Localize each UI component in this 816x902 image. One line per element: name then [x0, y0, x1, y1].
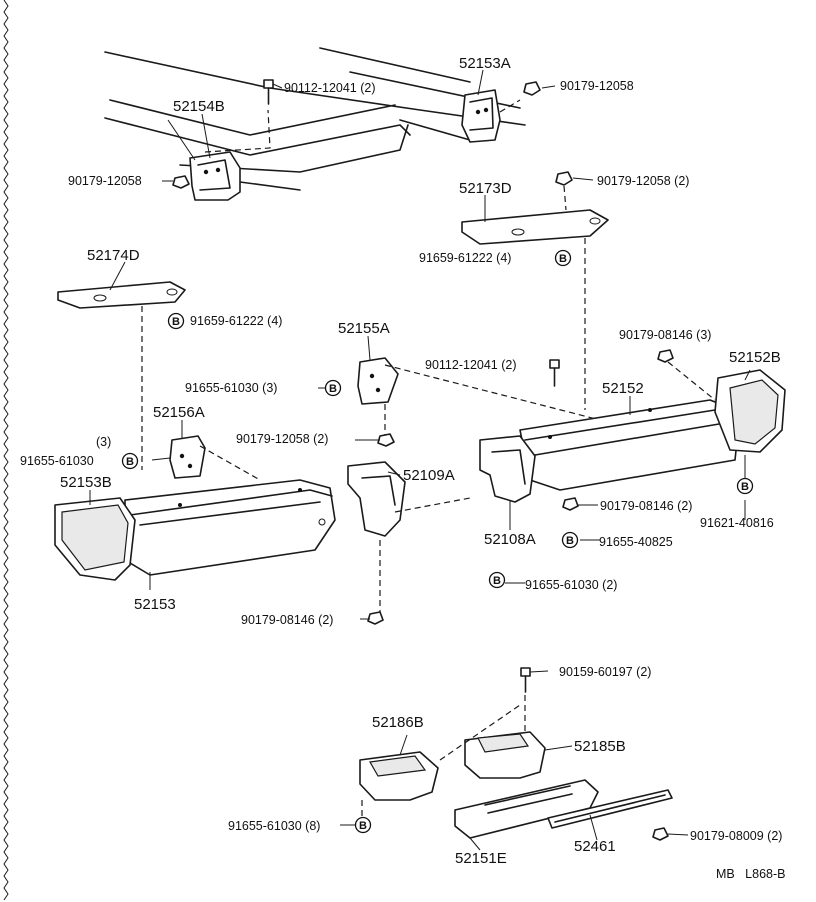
part-labels: 52153A 52154B 52173D 52174D 52155A 52152…	[60, 55, 781, 867]
label-52155A: 52155A	[338, 320, 390, 337]
label-f2: 90179-12058	[560, 79, 634, 93]
svg-text:B: B	[126, 456, 134, 468]
label-f7: 90179-08146 (3)	[619, 328, 711, 342]
label-f15: 91655-61030 (2)	[525, 578, 617, 592]
b-badge-icon: B	[354, 816, 372, 834]
svg-text:B: B	[741, 481, 749, 493]
b-badge-icon: B	[736, 477, 754, 495]
label-52153B: 52153B	[60, 474, 112, 491]
b-badges: B B B B B B B B	[121, 249, 754, 834]
plate-52174D	[57, 281, 186, 309]
svg-text:B: B	[359, 820, 367, 832]
label-52156A: 52156A	[153, 404, 205, 421]
svg-text:B: B	[493, 575, 501, 587]
label-52152B: 52152B	[729, 349, 781, 366]
b-badge-icon: B	[561, 531, 579, 549]
label-f13: 91621-40816	[700, 516, 774, 530]
label-f18: 91655-61030 (8)	[228, 819, 320, 833]
nut-mid	[377, 433, 395, 447]
bumper-52153	[124, 479, 336, 576]
corner-52108A	[479, 435, 536, 503]
label-f14: 91655-40825	[599, 535, 673, 549]
svg-text:B: B	[329, 383, 337, 395]
label-f3: 90179-12058	[68, 174, 142, 188]
footer-code: MB L868-B	[716, 867, 785, 881]
label-52109A: 52109A	[403, 467, 455, 484]
plate-52173D	[461, 209, 609, 245]
corner-52109A	[347, 461, 406, 537]
label-f19: 90179-08009 (2)	[690, 829, 782, 843]
b-badge-icon: B	[488, 571, 506, 589]
label-52185B: 52185B	[574, 738, 626, 755]
nut-52173D	[555, 171, 573, 186]
step-52185B	[464, 731, 546, 779]
b-badge-icon: B	[324, 379, 342, 397]
label-52174D: 52174D	[87, 247, 140, 264]
label-f6: 91659-61222 (4)	[190, 314, 282, 328]
label-52461: 52461	[574, 838, 616, 855]
bracket-52156A	[169, 435, 206, 479]
label-f4: 90179-12058 (2)	[597, 174, 689, 188]
nut-right-lower	[562, 497, 579, 511]
label-52153: 52153	[134, 596, 176, 613]
bolt-top	[263, 79, 274, 105]
label-52152: 52152	[602, 380, 644, 397]
label-f10: 90179-12058 (2)	[236, 432, 328, 446]
b-badge-icon: B	[554, 249, 572, 267]
end-cap-52152B	[714, 369, 786, 453]
label-f5: 91659-61222 (4)	[419, 251, 511, 265]
label-f9: 91655-61030 (3)	[185, 381, 277, 395]
bracket-52153A	[461, 89, 501, 143]
label-f8: 90112-12041 (2)	[425, 358, 517, 372]
bolt-bottom	[520, 667, 531, 693]
fastener-labels: 90112-12041 (2) 90179-12058 90179-12058 …	[20, 79, 782, 843]
label-f11b: 91655-61030	[20, 454, 94, 468]
label-f1: 90112-12041 (2)	[284, 81, 376, 95]
bolt-52152	[549, 359, 560, 387]
strip-52461	[547, 789, 673, 829]
svg-text:B: B	[172, 316, 180, 328]
svg-text:B: B	[559, 253, 567, 265]
step-52186B	[359, 751, 439, 801]
b-badge-icon: B	[121, 452, 139, 470]
nut-bottom-right	[652, 827, 669, 841]
label-52173D: 52173D	[459, 180, 512, 197]
label-52154B: 52154B	[173, 98, 225, 115]
plate-52151E	[454, 779, 599, 839]
label-f17: 90159-60197 (2)	[559, 665, 651, 679]
leader-lines	[89, 69, 751, 851]
label-52108A: 52108A	[484, 531, 536, 548]
nut-right-upper	[657, 349, 674, 363]
label-52151E: 52151E	[455, 850, 507, 867]
end-cap-52153B	[54, 497, 136, 581]
svg-text:B: B	[566, 535, 574, 547]
bracket-52154B	[189, 151, 241, 201]
nut-bottom-mid	[367, 611, 384, 625]
label-52186B: 52186B	[372, 714, 424, 731]
label-f16: 90179-08146 (2)	[241, 613, 333, 627]
nut-top-right	[523, 81, 541, 96]
nut-left	[172, 175, 190, 189]
label-f11a: (3)	[96, 435, 111, 449]
label-52153A: 52153A	[459, 55, 511, 72]
b-badge-icon: B	[167, 312, 185, 330]
label-f12: 90179-08146 (2)	[600, 499, 692, 513]
bracket-52155A	[357, 357, 399, 405]
zigzag-border	[3, 0, 9, 901]
